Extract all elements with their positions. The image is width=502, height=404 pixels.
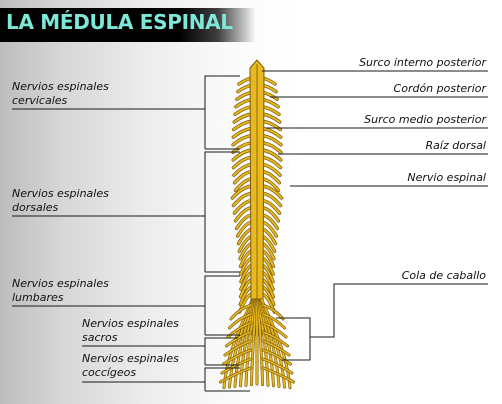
label-sacros: Nervios espinales sacros: [82, 317, 179, 345]
label-nervio-espinal: Nervio espinal: [407, 171, 486, 184]
bracket-coccigeos: [82, 367, 240, 383]
label-dorsales-line2: dorsales: [12, 201, 59, 214]
leader-cola-caballo: [310, 283, 488, 338]
label-coccigeos-line1: Nervios espinales: [82, 352, 179, 365]
label-surco-interno-posterior: Surco interno posterior: [359, 56, 486, 69]
bracket-lumbares: [12, 275, 240, 307]
label-cordon-posterior: Cordón posterior: [393, 82, 486, 95]
label-dorsales: Nervios espinales dorsales: [12, 187, 109, 215]
label-cervicales: Nervios espinales cervicales: [12, 80, 109, 108]
bracket-cervicales: [12, 75, 240, 110]
leader-lines: [12, 70, 488, 392]
bracket-sacros: [82, 337, 238, 347]
label-lumbares-line2: lumbares: [12, 291, 64, 304]
label-lumbares: Nervios espinales lumbares: [12, 277, 109, 305]
label-sacros-line1: Nervios espinales: [82, 317, 179, 330]
label-raiz-dorsal: Raíz dorsal: [425, 139, 486, 152]
label-coccigeos-line2: coccígeos: [82, 366, 137, 379]
label-surco-medio-posterior: Surco medio posterior: [364, 113, 486, 126]
title-banner: [0, 8, 256, 42]
label-lumbares-line1: Nervios espinales: [12, 277, 109, 290]
label-cervicales-line2: cervicales: [12, 94, 68, 107]
bracket-dorsales: [12, 151, 240, 217]
label-dorsales-line1: Nervios espinales: [12, 187, 109, 200]
spinal-cord-illustration: [219, 59, 295, 390]
label-cervicales-line1: Nervios espinales: [12, 80, 109, 93]
label-coccigeos: Nervios espinales coccígeos: [82, 352, 179, 380]
label-cola-de-caballo: Cola de caballo: [401, 269, 486, 282]
page-title: LA MÉDULA ESPINAL: [6, 10, 233, 34]
label-sacros-line2: sacros: [82, 331, 118, 344]
